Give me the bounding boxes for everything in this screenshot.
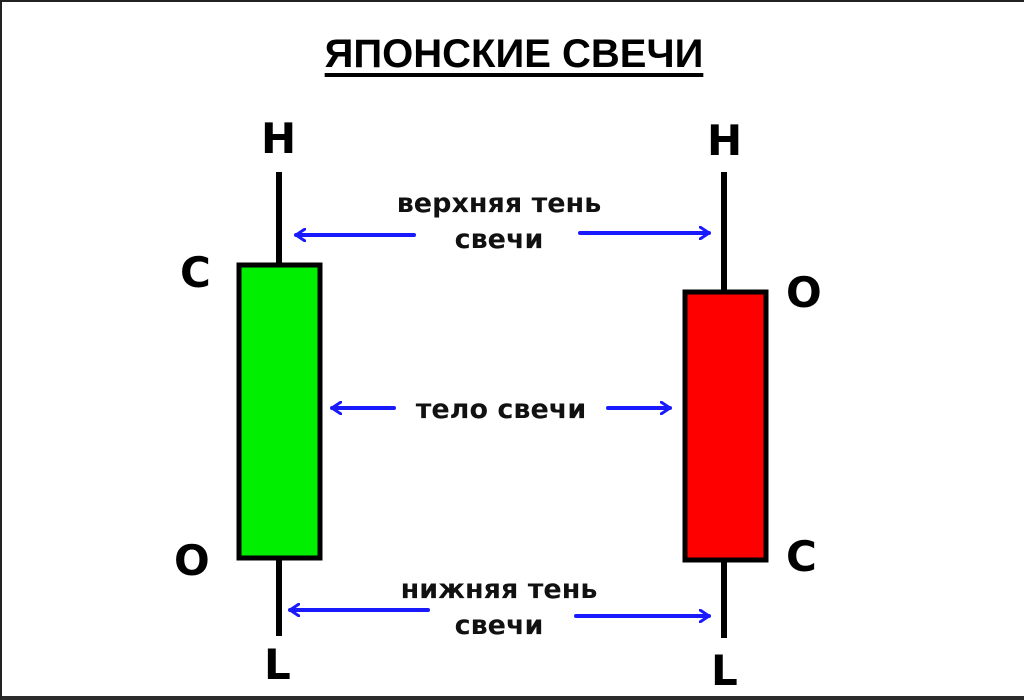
- body-line1: тело свечи: [415, 394, 587, 425]
- label-open-right: O: [786, 268, 822, 317]
- label-open-left: O: [174, 536, 210, 585]
- lower-shadow-line2: свечи: [454, 610, 544, 641]
- label-high-left: H: [261, 114, 297, 163]
- label-low-right: L: [711, 646, 738, 695]
- bullish-body: [236, 262, 323, 561]
- upper-shadow-line2: свечи: [454, 224, 544, 255]
- diagram-title: ЯПОНСКИЕ СВЕЧИ: [2, 32, 1024, 77]
- upper-shadow-line1: верхняя тень: [396, 188, 602, 219]
- bearish-candle: [682, 172, 769, 638]
- label-close-left: C: [180, 248, 211, 297]
- body-annotation: тело свечи: [394, 392, 608, 428]
- upper-shadow-annotation: верхняя тень свечи: [374, 186, 624, 258]
- bullish-candle: [236, 172, 323, 636]
- upper-shadow-arrows: [294, 233, 711, 235]
- label-low-left: L: [264, 640, 291, 689]
- bearish-body: [682, 289, 769, 563]
- lower-shadow-line1: нижняя тень: [400, 574, 598, 605]
- lower-shadow-arrows: [288, 610, 711, 616]
- label-close-right: C: [786, 532, 817, 581]
- label-high-right: H: [707, 116, 743, 165]
- title-text: ЯПОНСКИЕ СВЕЧИ: [324, 32, 704, 76]
- lower-shadow-annotation: нижняя тень свечи: [374, 572, 624, 644]
